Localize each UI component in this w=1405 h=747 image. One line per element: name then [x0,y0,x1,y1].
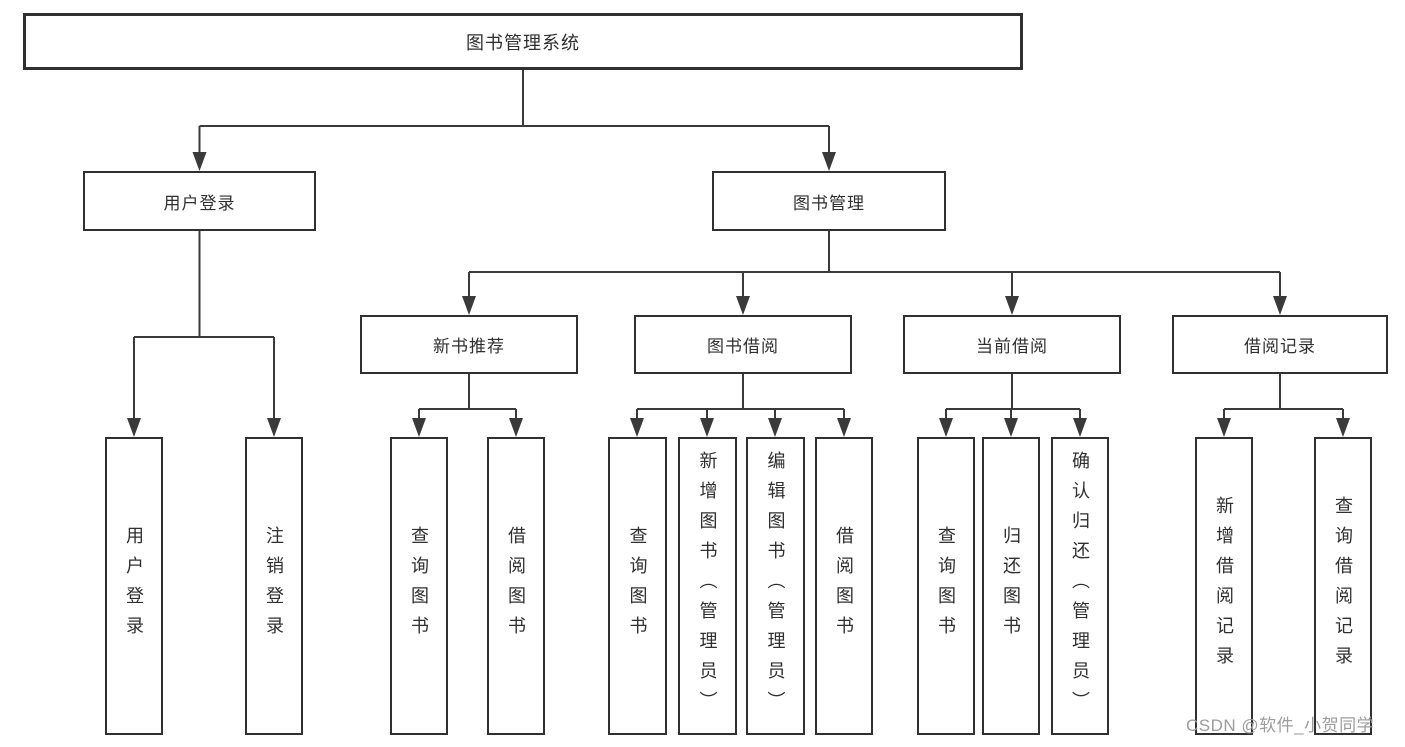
node-label: 图书管理 [793,193,865,213]
leaf-query-books-borrow: 查询图书 [608,437,667,735]
node-label: 新书推荐 [433,337,505,356]
node-current-borrow: 当前借阅 [903,315,1121,374]
connector-spines [134,70,1343,410]
leaf-user-login: 用户登录 [105,437,163,735]
node-label: 借阅图书 [506,526,526,646]
node-label: 借阅记录 [1244,337,1316,356]
node-label: 借阅图书 [834,526,854,646]
node-label: 用户登录 [163,193,236,213]
node-user-login: 用户登录 [83,171,316,231]
node-label: 编辑图书（管理员） [765,451,786,721]
node-label: 当前借阅 [976,337,1048,356]
leaf-add-borrow-record: 新增借阅记录 [1195,437,1253,735]
node-new-book-recommend: 新书推荐 [360,315,578,374]
node-label: 图书借阅 [707,337,779,356]
node-library-management-system: 图书管理系统 [23,13,1023,70]
node-label: 查询图书 [627,526,648,646]
leaf-add-books-admin: 新增图书（管理员） [678,437,737,735]
connector-arrow-stems [133,126,1344,419]
leaf-logout: 注销登录 [245,437,303,735]
leaf-query-books-recommend: 查询图书 [390,437,448,735]
leaf-query-books-current: 查询图书 [917,437,975,735]
node-label: 新增图书（管理员） [697,451,718,721]
node-label: 注销登录 [264,526,284,646]
csdn-watermark: CSDN @软件_小贺同学 [1186,716,1375,735]
node-borrow-records: 借阅记录 [1172,315,1388,374]
node-label: 查询图书 [409,526,429,646]
leaf-confirm-return-admin: 确认归还（管理员） [1051,437,1109,735]
leaf-borrow-books-recommend: 借阅图书 [487,437,545,735]
node-label: 图书管理系统 [466,32,580,53]
node-book-borrow: 图书借阅 [634,315,852,374]
node-label: 查询借阅记录 [1333,496,1353,676]
node-book-management: 图书管理 [712,171,946,231]
node-label: 新增借阅记录 [1214,496,1234,676]
leaf-edit-books-admin: 编辑图书（管理员） [746,437,805,735]
node-label: 确认归还（管理员） [1070,451,1090,721]
leaf-borrow-books: 借阅图书 [815,437,873,735]
node-label: 查询图书 [936,526,956,646]
node-label: 用户登录 [124,526,144,646]
leaf-query-borrow-record: 查询借阅记录 [1314,437,1372,735]
node-label: 归还图书 [1001,526,1021,646]
leaf-return-books: 归还图书 [982,437,1040,735]
